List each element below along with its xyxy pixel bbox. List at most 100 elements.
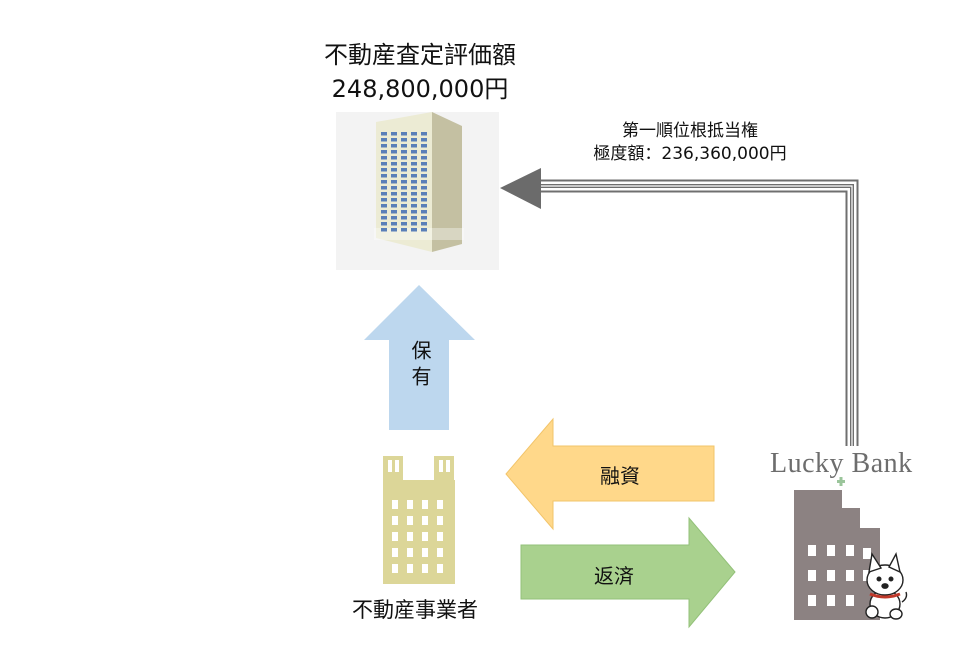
window (411, 222, 417, 226)
window (411, 186, 417, 190)
window (411, 144, 417, 148)
window (391, 150, 397, 154)
valuation-title: 不動産査定評価額 (324, 41, 516, 69)
window (381, 168, 387, 172)
window (411, 162, 417, 166)
window (421, 168, 427, 172)
bank-building-icon (794, 490, 880, 620)
window (421, 210, 427, 214)
window (422, 516, 428, 525)
window (421, 162, 427, 166)
window (391, 156, 397, 160)
window (381, 192, 387, 196)
window (391, 210, 397, 214)
mortgage-label: 第一順位根抵当権 極度額：236,360,000円 (560, 120, 820, 166)
bank-logo: Lucky Bank (770, 448, 913, 479)
window (392, 516, 398, 525)
repayment-arrow (520, 516, 736, 629)
window (381, 144, 387, 148)
window (381, 198, 387, 202)
window (381, 156, 387, 160)
window (411, 138, 417, 142)
window (846, 595, 854, 606)
window (401, 180, 407, 184)
window (401, 174, 407, 178)
window (381, 222, 387, 226)
window (808, 545, 816, 556)
window (437, 564, 443, 573)
window (421, 150, 427, 154)
window (391, 174, 397, 178)
window (401, 156, 407, 160)
window (381, 210, 387, 214)
window (407, 564, 413, 573)
window (421, 138, 427, 142)
window (422, 564, 428, 573)
window (401, 216, 407, 220)
window (407, 516, 413, 525)
window (422, 532, 428, 541)
window (411, 168, 417, 172)
window (827, 545, 835, 556)
window (381, 204, 387, 208)
window (391, 168, 397, 172)
window (437, 548, 443, 557)
window (401, 144, 407, 148)
window (846, 545, 854, 556)
window (391, 144, 397, 148)
window (827, 570, 835, 581)
owner-building-icon (383, 456, 455, 584)
window (421, 156, 427, 160)
window (391, 132, 397, 136)
window (381, 162, 387, 166)
mortgage-arrow (500, 168, 859, 446)
window (392, 500, 398, 509)
mortgage-title: 第一順位根抵当権 (622, 121, 758, 141)
dog-mascot-icon (865, 552, 908, 620)
valuation-amount: 248,800,000円 (331, 75, 509, 103)
window (421, 144, 427, 148)
window (381, 132, 387, 136)
window (407, 532, 413, 541)
window (411, 132, 417, 136)
window (401, 198, 407, 202)
window (381, 180, 387, 184)
window (381, 228, 387, 232)
window (392, 564, 398, 573)
window (863, 570, 871, 581)
window (407, 548, 413, 557)
window (411, 174, 417, 178)
mortgage-arrowhead (500, 168, 541, 209)
window (421, 216, 427, 220)
repayment-arrow-label: 返済 (594, 564, 634, 588)
window (401, 150, 407, 154)
window (401, 132, 407, 136)
window (391, 204, 397, 208)
window (391, 198, 397, 202)
window (421, 228, 427, 232)
window (401, 162, 407, 166)
mortgage-limit: 極度額：236,360,000円 (593, 144, 787, 164)
window (808, 570, 816, 581)
window (422, 548, 428, 557)
window (381, 138, 387, 142)
property-tower-icon (336, 112, 499, 270)
window (411, 192, 417, 196)
window (421, 186, 427, 190)
window (381, 174, 387, 178)
window (401, 192, 407, 196)
window (391, 162, 397, 166)
window (391, 186, 397, 190)
loan-arrow-label: 融資 (600, 464, 640, 488)
window (421, 180, 427, 184)
window (381, 186, 387, 190)
owner-label: 不動産事業者 (352, 598, 478, 622)
loan-arrow (505, 417, 715, 531)
window (421, 222, 427, 226)
window (407, 500, 413, 509)
window (411, 204, 417, 208)
window (421, 192, 427, 196)
logo-sparkle-icon (837, 477, 845, 486)
window (391, 228, 397, 232)
